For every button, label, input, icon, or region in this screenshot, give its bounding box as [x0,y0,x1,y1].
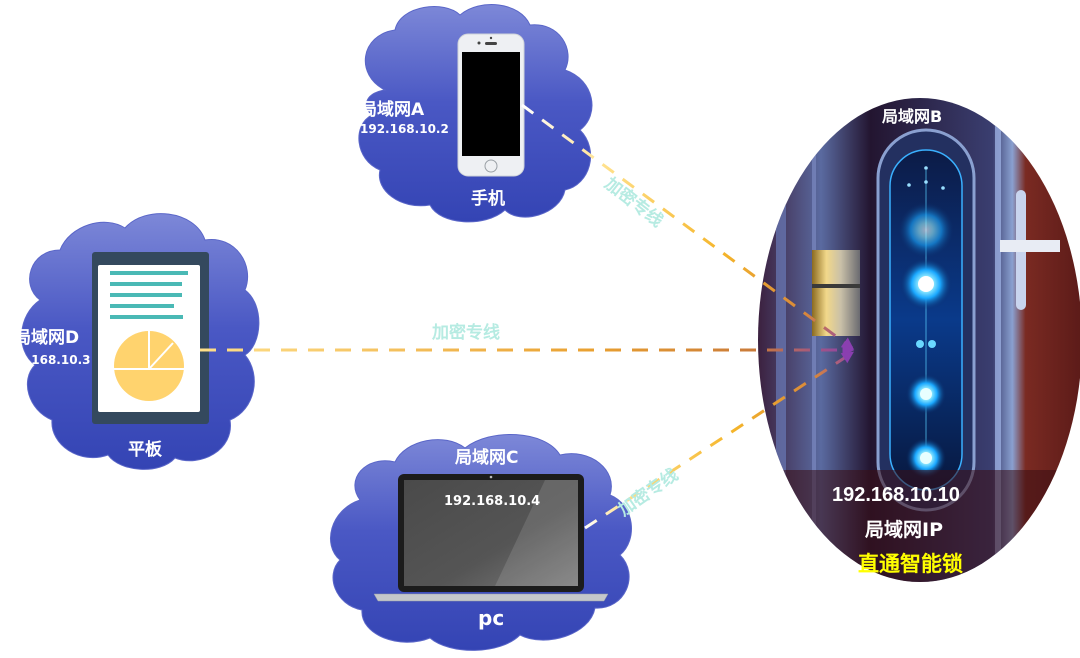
smart-lock-image [758,98,1080,582]
network-b-ip-label: 局域网IP [865,519,943,541]
laptop-icon [373,474,609,602]
phone-icon [457,33,525,177]
smart-lock-label: 直通智能锁 [858,552,963,576]
network-d-device: 平板 [128,440,162,460]
network-c-name: 局域网C [455,448,519,468]
encrypted-link-a-to-b [521,103,854,350]
network-a-name: 局域网A [360,100,425,120]
network-b-ip: 192.168.10.10 [832,484,960,506]
network-a-device: 手机 [471,189,505,209]
network-b-name: 局域网B [882,107,943,126]
network-c-device: pc [478,606,505,630]
link-label-d-to-b: 加密专线 [432,323,500,343]
network-d-ip: 92.168.10.3 [10,353,91,367]
network-c-ip: 192.168.10.4 [444,494,541,509]
encrypted-link-c-to-b [584,351,855,530]
network-a-ip: 192.168.10.2 [360,122,449,136]
network-d-name: 局域网D [14,328,80,348]
tablet-icon [92,252,209,424]
